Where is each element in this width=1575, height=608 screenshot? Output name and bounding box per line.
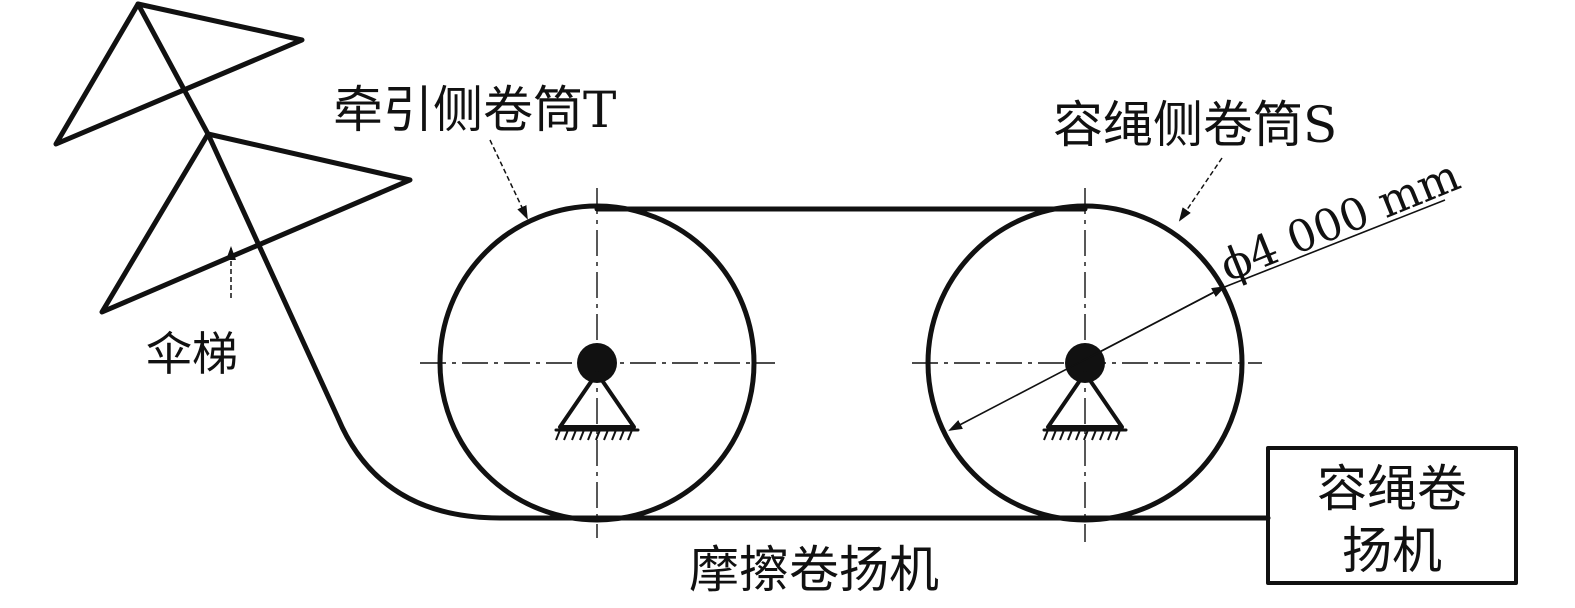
diameter-dimension xyxy=(948,199,1446,431)
traction-drum-hub xyxy=(577,343,617,383)
traction-drum xyxy=(420,188,775,538)
storage-winch-label-line2: 扬机 xyxy=(1342,522,1442,580)
storage-drum-label: 容绳侧卷筒S xyxy=(1053,96,1337,154)
traction-drum-label: 牵引侧卷筒T xyxy=(333,81,616,139)
traction-drum-ground-hatch xyxy=(555,429,633,441)
traction-drum-leader xyxy=(489,139,528,220)
traction-drum-support xyxy=(558,371,636,429)
ladder-upper-triangle xyxy=(53,1,305,147)
umbrella-ladder xyxy=(53,1,413,315)
storage-drum-ground-hatch xyxy=(1043,429,1121,441)
storage-drum xyxy=(912,188,1262,542)
storage-drum-leader xyxy=(1178,157,1223,222)
rope-left-segment xyxy=(135,1,600,521)
storage-drum-support xyxy=(1046,371,1124,429)
diameter-dimension-arrow-upper xyxy=(1089,286,1226,358)
storage-winch-box xyxy=(1266,446,1518,585)
umbrella-ladder-label: 伞梯 xyxy=(146,327,238,381)
ladder-lower-triangle xyxy=(99,131,413,315)
diameter-label: ϕ4 000 mm xyxy=(1213,150,1467,292)
storage-drum-hub xyxy=(1065,343,1105,383)
diameter-extension-line xyxy=(1221,199,1446,289)
storage-winch-label-line1: 容绳卷 xyxy=(1317,460,1467,518)
friction-winch-label: 摩擦卷扬机 xyxy=(689,541,939,599)
